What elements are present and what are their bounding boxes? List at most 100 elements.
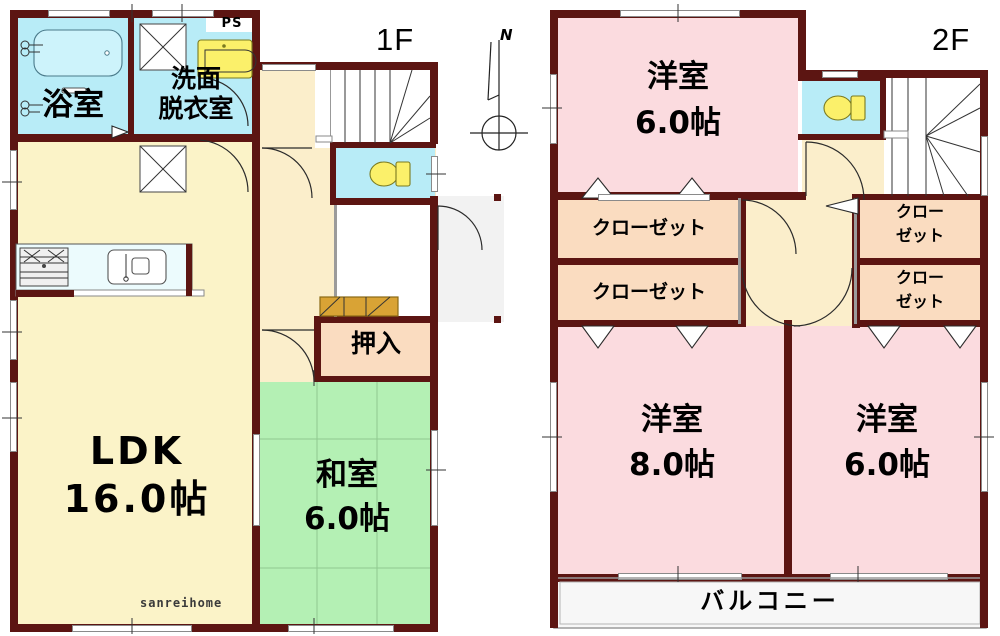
label-ldk-name: LDK	[89, 429, 185, 473]
room-closet-4	[858, 264, 982, 326]
label-washroom-line1: 洗面	[170, 64, 221, 93]
label-washroom-line2: 脱衣室	[158, 94, 234, 123]
room-closet-2	[558, 264, 740, 324]
wall-toilet2-bottom	[798, 134, 886, 140]
window-2f-closet-top	[598, 194, 710, 201]
window-2f-left-1	[550, 74, 557, 144]
window-hall-top	[262, 64, 316, 71]
north-compass	[470, 40, 528, 151]
dimension-ticks-2f	[542, 4, 994, 582]
label-closet-1: クローゼット	[591, 217, 706, 239]
label-closet-4-line2: ゼット	[895, 292, 944, 311]
stairs-1f	[315, 69, 431, 144]
window-washroom-top	[152, 10, 214, 17]
wall-1f-right-mid	[430, 196, 438, 632]
wall-1f-top	[10, 10, 260, 18]
wall-toilet-bottom	[330, 198, 436, 205]
toilet-fixture-2f	[823, 95, 866, 121]
label-bedroom-left-name: 洋室	[641, 402, 703, 438]
toilet-fixture-1f	[369, 161, 411, 187]
label-balcony: バルコニー	[700, 587, 840, 615]
wall-1f-right-upper	[430, 62, 438, 144]
room-washitsu	[258, 382, 436, 626]
label-bath: 浴室	[42, 87, 104, 123]
bath-fixtures	[20, 29, 130, 139]
window-ldk-left-1	[10, 150, 17, 210]
wall-oshiire-left	[314, 316, 321, 382]
room-closet-3	[858, 198, 982, 260]
dimension-ticks	[2, 4, 501, 634]
window-washitsu-bottom	[288, 625, 394, 632]
floor-plan-1f: 1F	[2, 4, 528, 634]
label-bedroom-right-name: 洋室	[856, 402, 918, 438]
wall-toilet-top	[330, 142, 436, 148]
wall-hall2-right-thin	[854, 198, 857, 324]
floor-plan-2f: 2F	[540, 0, 1000, 636]
window-2f-toilet-top	[822, 71, 858, 78]
wall-oshiire-top	[314, 316, 438, 323]
label-bedroom-left-area: 8.0帖	[629, 447, 715, 483]
window-hall-sliding	[253, 434, 260, 526]
wall-washroom-right	[252, 10, 260, 142]
kitchen-fixtures	[15, 243, 205, 297]
label-bedroom-right-area: 6.0帖	[844, 447, 930, 483]
label-ps: PS	[221, 16, 243, 31]
label-washitsu-area: 6.0帖	[304, 501, 390, 537]
room-bedroom-left	[558, 326, 786, 574]
label-closet-3-line2: ゼット	[895, 226, 944, 245]
floor-label-2f: 2F	[932, 22, 971, 57]
wall-1f-top-right	[314, 62, 438, 70]
wall-hall2-left-thin	[738, 198, 741, 324]
window-ldk-left-3	[10, 382, 17, 452]
label-closet-4-line1: クロー	[895, 268, 944, 287]
wall-genkan-left	[334, 205, 337, 317]
label-bedroom-top-name: 洋室	[647, 59, 709, 95]
label-washitsu-name: 和室	[316, 457, 378, 493]
wall-2f-left-top	[550, 10, 558, 582]
window-washitsu-right	[431, 430, 438, 526]
wall-closet-left-bottom	[550, 320, 746, 327]
wall-closet-right-sep	[852, 258, 988, 265]
wall-closet-right-bottom	[852, 320, 988, 327]
wall-closet-right-top	[852, 194, 988, 200]
window-2f-bedroom-right-bottom	[830, 573, 948, 580]
label-ldk-area: 16.0帖	[63, 477, 211, 521]
label-closet-3-line1: クロー	[895, 202, 944, 221]
room-ps	[206, 16, 258, 32]
room-balcony	[554, 578, 986, 628]
wall-bedroom-divider	[784, 320, 792, 582]
label-north: N	[500, 26, 513, 44]
label-bedroom-top-area: 6.0帖	[635, 105, 721, 141]
window-bath-top	[48, 10, 110, 17]
window-ldk-left-2	[10, 300, 17, 360]
window-2f-bedroom-left-bottom	[618, 573, 742, 580]
wall-wet-bottom	[10, 134, 258, 142]
balcony-outline	[550, 574, 988, 629]
wall-closet-left-right	[738, 192, 746, 326]
room-porch	[436, 196, 504, 322]
wall-ldk-right	[252, 134, 260, 632]
wall-toilet-left	[330, 142, 336, 205]
room-bedroom-top	[558, 16, 798, 196]
label-oshiire: 押入	[350, 329, 401, 358]
wall-2f-top-step-h	[798, 70, 988, 78]
window-2f-bedroom-top	[620, 10, 740, 17]
wall-1f-bottom	[10, 624, 438, 632]
wall-closet-sep-left	[550, 258, 746, 265]
room-closet-1	[558, 200, 740, 260]
floor-label-1f: 1F	[376, 22, 415, 57]
room-oshiire	[318, 320, 436, 382]
watermark-sanreihome: sanreihome	[140, 596, 223, 610]
wall-2f-top-step-v	[798, 10, 806, 76]
room-bedroom-right	[792, 326, 982, 574]
label-closet-2: クローゼット	[591, 281, 706, 303]
tatami-grid	[258, 382, 436, 626]
wall-bath-divider	[128, 16, 134, 138]
washroom-fixtures	[139, 23, 257, 193]
doors-1f	[261, 147, 483, 383]
window-2f-right-1	[981, 136, 988, 196]
wall-toilet2-right	[880, 74, 886, 140]
wall-oshiire-bottom	[314, 376, 438, 382]
room-ldk	[16, 138, 258, 626]
